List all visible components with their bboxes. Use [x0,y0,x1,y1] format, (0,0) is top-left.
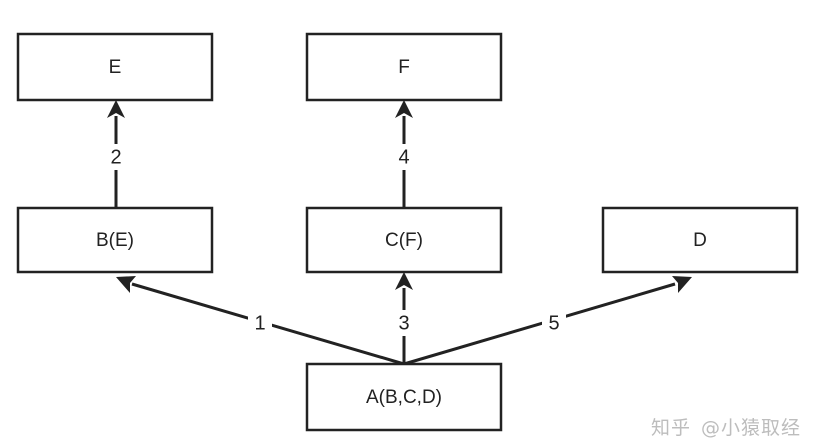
edge-2-arrowhead [107,100,125,118]
edge-1-label-bg [248,310,272,336]
watermark-site: 知乎 [650,417,691,439]
node-cf-label: C(F) [385,230,423,251]
edge-5: 5 [403,276,692,366]
edge-1: 1 [116,276,405,366]
edge-2-label-bg [104,144,128,170]
edge-3: 3 [392,272,416,364]
edge-3-label: 3 [398,312,409,334]
edge-4-label: 4 [398,146,409,168]
node-be-label: B(E) [96,230,134,251]
node-d-box [601,206,799,274]
edge-4-label-bg [392,144,416,170]
node-be: B(E) [16,206,214,274]
edge-5-label: 5 [548,312,559,334]
node-be-box [16,206,214,274]
watermark: 知乎 @小猿取经 [651,413,801,440]
node-a: A(B,C,D) [305,362,503,432]
edge-3-label-bg [392,310,416,336]
node-e-box [16,32,214,102]
edge-4: 4 [392,100,416,208]
node-f-box [305,32,503,102]
node-d: D [601,206,799,274]
node-cf: C(F) [305,206,503,274]
node-f: F [305,32,503,102]
node-f-label: F [398,57,410,78]
watermark-author: @小猿取经 [700,417,801,439]
node-e-label: E [109,57,122,78]
node-cf-box [305,206,503,274]
node-a-box [305,362,503,432]
edge-5-line [403,282,676,366]
edge-1-arrowhead [116,276,136,293]
node-e: E [16,32,214,102]
edge-2: 2 [104,100,128,208]
edge-2-label: 2 [110,146,121,168]
edge-3-arrowhead [395,272,413,290]
node-a-label: A(B,C,D) [366,387,442,408]
edge-4-arrowhead [395,100,413,118]
edge-5-label-bg [542,310,566,336]
node-d-label: D [693,230,707,251]
edge-1-label: 1 [254,312,265,334]
edge-5-arrowhead [672,276,692,293]
